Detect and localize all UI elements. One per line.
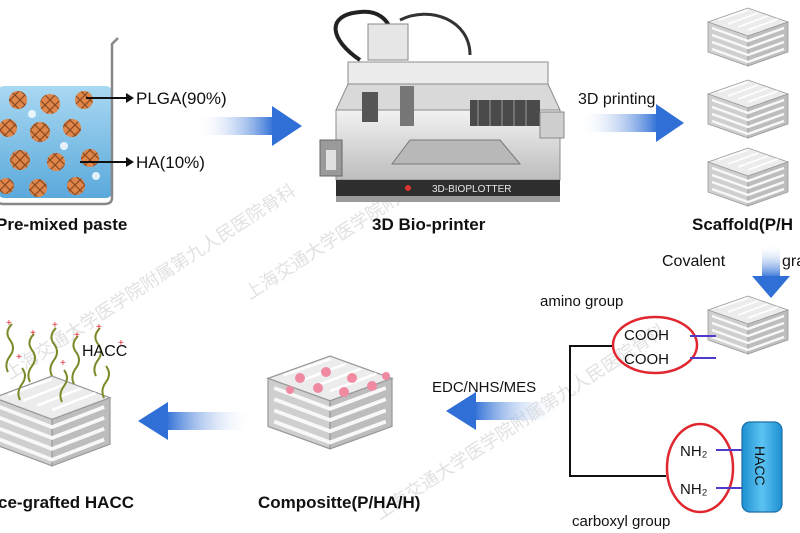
edc-label: EDC/NHS/MES — [432, 379, 536, 396]
nh2-ring — [665, 422, 735, 514]
svg-text:+: + — [6, 318, 12, 329]
carboxyl-group-label: carboxyl group — [572, 513, 670, 530]
cooh-ring — [611, 315, 699, 375]
amino-group-label: amino group — [540, 293, 623, 310]
composite-scaffold — [266, 354, 394, 451]
svg-text:+: + — [118, 338, 124, 349]
cooh-label-1: COOH — [624, 327, 669, 344]
reaction-bracket — [569, 345, 666, 477]
premixed-paste-label: Pre-mixed paste — [0, 215, 127, 234]
svg-text:+: + — [96, 322, 102, 333]
arrow-down-grafting — [752, 244, 790, 298]
hacc-bar-label: HACC — [752, 446, 768, 486]
arrow-to-composite — [446, 392, 558, 430]
beaker-liquid — [0, 86, 112, 198]
ha-label: HA(10%) — [136, 153, 205, 172]
beaker-glass — [0, 37, 119, 206]
arrow-to-final — [138, 402, 252, 440]
bioprinter: 3D-BIOPLOTTER — [319, 9, 565, 202]
beaker — [0, 37, 134, 206]
grafting-label: gra — [782, 253, 800, 270]
svg-text:+: + — [30, 328, 36, 339]
composite-label: Compositte(P/HA/H) — [258, 493, 420, 512]
printer-brand: 3D-BIOPLOTTER — [432, 184, 511, 195]
hacc-molecule — [741, 421, 783, 513]
nh2-label-1: NH₂ — [680, 443, 708, 460]
cooh-label-2: COOH — [624, 351, 669, 368]
activated-scaffold — [706, 294, 790, 356]
covalent-label: Covalent — [662, 253, 726, 270]
scaffold-label: Scaffold(P/H — [692, 215, 793, 234]
svg-text:+: + — [60, 358, 66, 369]
arrow-to-printer — [196, 106, 302, 146]
scaffold-stack — [706, 6, 790, 208]
particles — [0, 91, 100, 197]
plga-label: PLGA(90%) — [136, 89, 227, 108]
arrow-to-scaffold — [578, 104, 684, 142]
grafted-scaffold: + + + + + + + + — [0, 318, 124, 468]
nh2-label-2: NH₂ — [680, 481, 708, 498]
printing-label: 3D printing — [578, 91, 655, 108]
svg-text:+: + — [52, 320, 58, 331]
surface-grafted-label: ce-grafted HACC — [0, 493, 134, 512]
svg-text:+: + — [74, 330, 80, 341]
bioprinter-label: 3D Bio-printer — [372, 215, 486, 234]
svg-text:+: + — [16, 352, 22, 363]
hacc-label: HACC — [82, 343, 127, 360]
